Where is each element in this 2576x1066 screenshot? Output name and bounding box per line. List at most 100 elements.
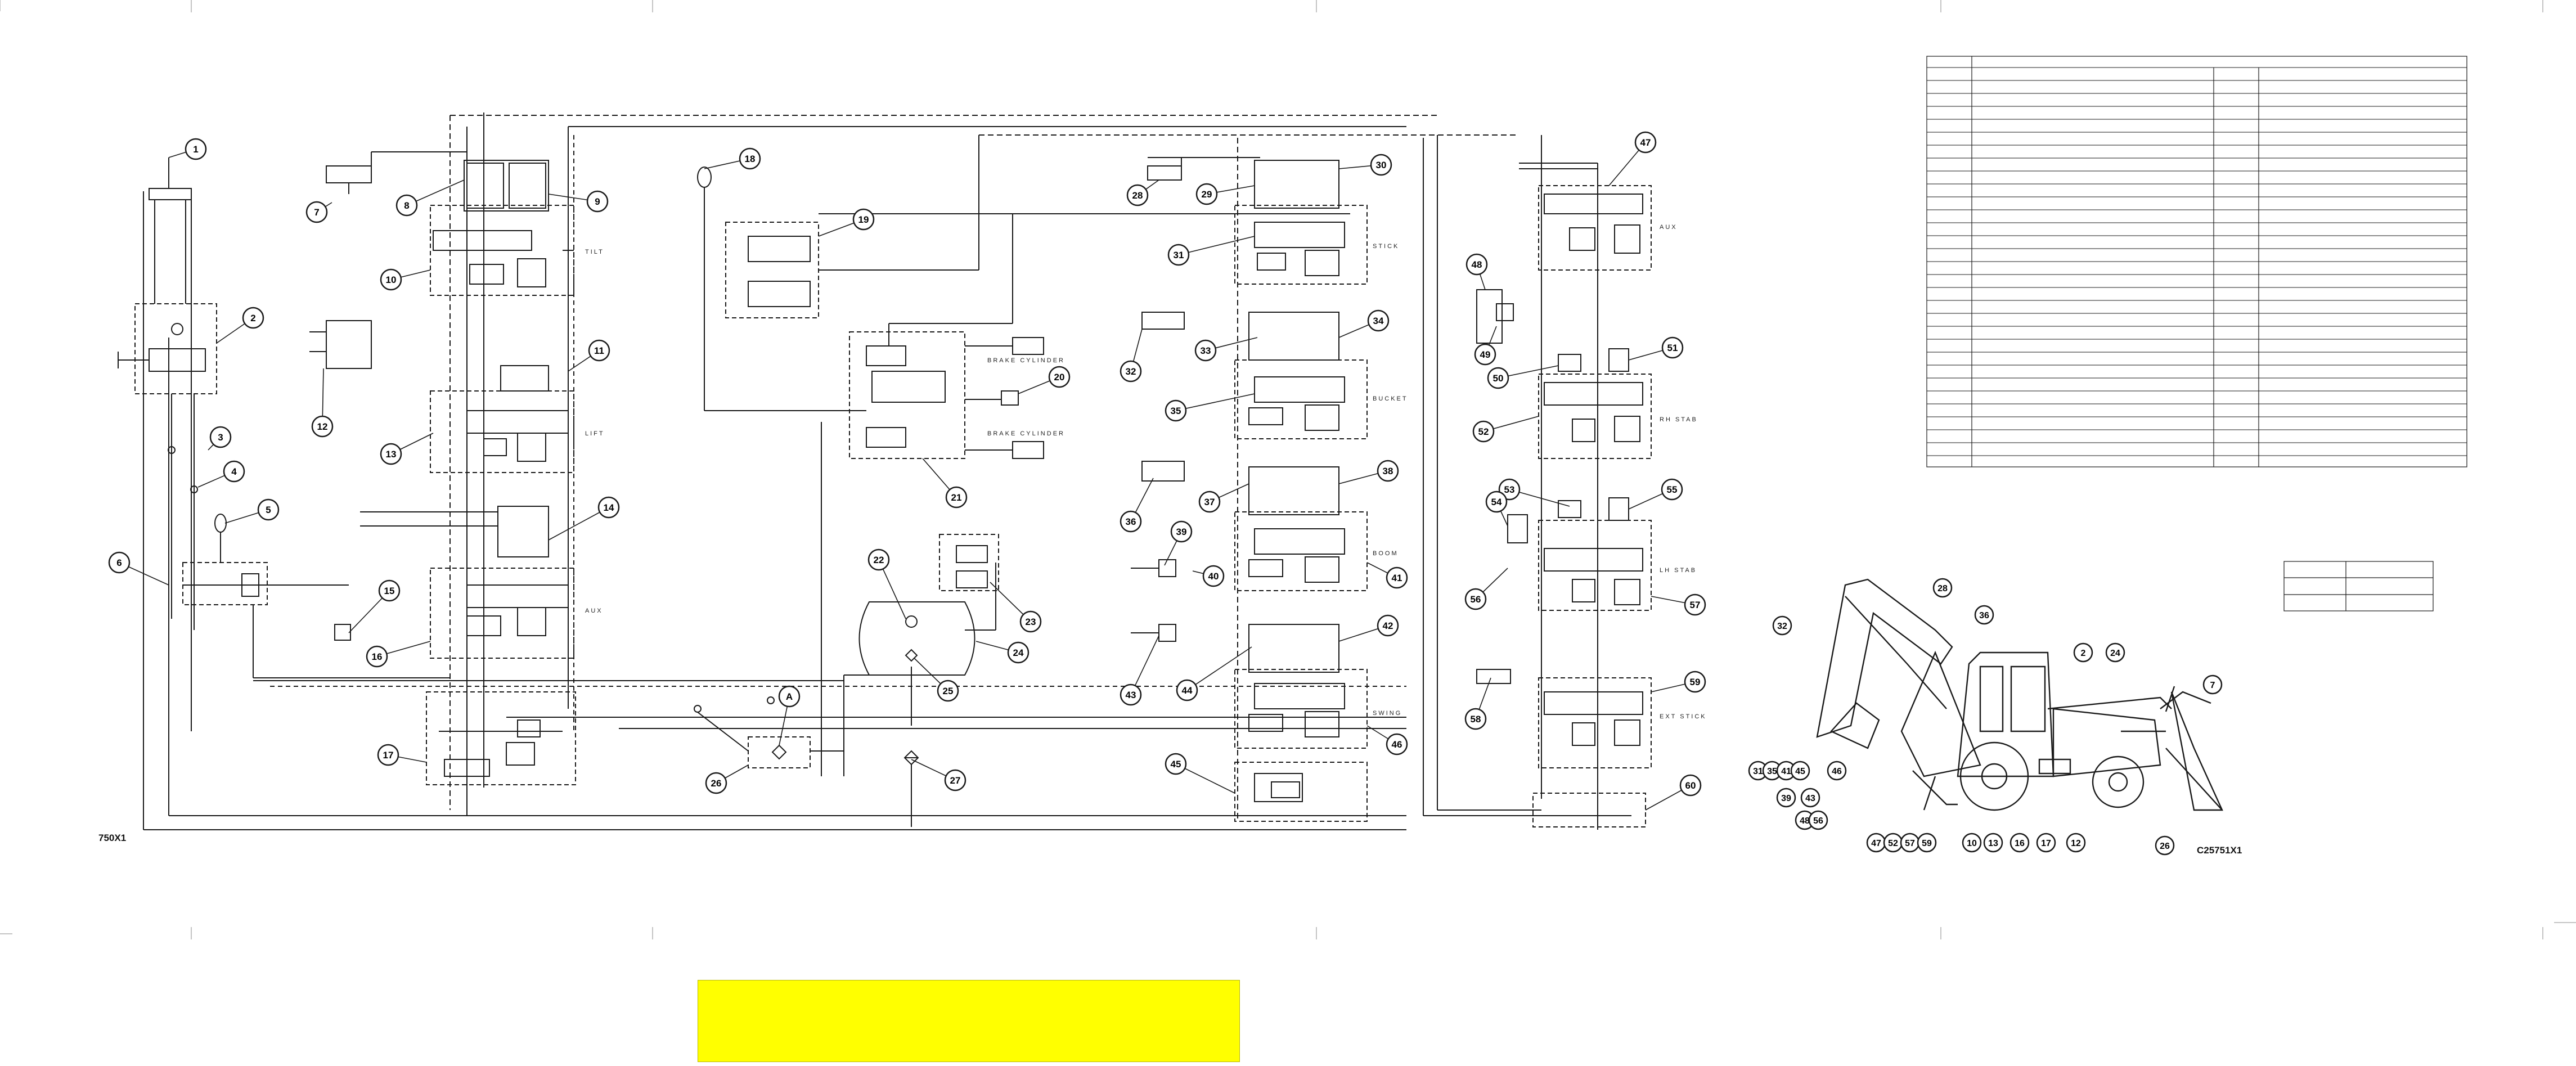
valve-19 (697, 135, 1029, 411)
callout-number: 46 (1392, 739, 1402, 750)
machine-callout-47: 47 (1866, 833, 1886, 853)
callout-number: 32 (1126, 366, 1136, 377)
callout-13: 13 (380, 443, 402, 465)
machine-callout-number: 57 (1905, 839, 1915, 848)
callout-17: 17 (377, 744, 399, 766)
callout-number: 2 (250, 313, 255, 323)
callout-55: 55 (1661, 478, 1683, 501)
callout-number: 14 (604, 502, 614, 513)
callout-number: 23 (1026, 617, 1036, 627)
valve-2 (134, 303, 217, 394)
block-6 (182, 562, 268, 605)
label-stick: STICK (1373, 243, 1400, 250)
callout-58: 58 (1464, 708, 1487, 730)
callout-16: 16 (366, 645, 388, 668)
callout-leader-line (1175, 763, 1235, 794)
callout-25: 25 (937, 680, 959, 702)
machine-callout-number: 17 (2041, 839, 2051, 848)
callout-4: 4 (223, 460, 245, 483)
label-swing: SWING (1373, 710, 1402, 717)
callout-number: 33 (1201, 345, 1211, 356)
machine-callout-number: 16 (2015, 839, 2025, 848)
machine-callout-17: 17 (2036, 833, 2056, 853)
callout-number: 31 (1174, 250, 1184, 260)
machine-callout-16: 16 (2009, 833, 2030, 853)
callout-54: 54 (1485, 491, 1508, 513)
callout-number: A (786, 691, 793, 702)
callout-number: 7 (314, 207, 319, 218)
callout-8: 8 (395, 194, 418, 217)
machine-callout-46: 46 (1827, 761, 1847, 781)
callout-59: 59 (1684, 671, 1706, 693)
machine-callout-45: 45 (1790, 761, 1810, 781)
callout-42: 42 (1377, 614, 1399, 637)
callout-number: 52 (1478, 426, 1489, 437)
machine-callout-number: 39 (1781, 794, 1791, 803)
callout-10: 10 (380, 268, 402, 291)
callout-number: 37 (1204, 497, 1215, 507)
trim-marks (0, 0, 2576, 939)
callout-number: 53 (1504, 484, 1515, 495)
machine-callout-number: 59 (1922, 839, 1932, 848)
label-brake-cylinder-top: BRAKE CYLINDER (987, 357, 1065, 364)
callout-number: 34 (1373, 316, 1384, 326)
callout-3: 3 (209, 426, 232, 448)
machine-callout-number: 26 (2160, 842, 2170, 851)
callout-29: 29 (1195, 183, 1218, 205)
callout-number: 39 (1176, 527, 1187, 537)
callout-37: 37 (1198, 491, 1221, 513)
callout-18: 18 (739, 147, 761, 170)
callout-12: 12 (311, 415, 334, 438)
label-rh-stab: RH STAB (1660, 416, 1698, 423)
callout-number: 51 (1667, 343, 1678, 353)
callout-number: 17 (383, 750, 394, 761)
machine-callout-39: 39 (1776, 788, 1796, 808)
figure-code-right: C25751X1 (2197, 845, 2242, 856)
machine-callout-number: 41 (1781, 767, 1791, 776)
machine-callout-number: 47 (1871, 839, 1881, 848)
callout-number: 48 (1472, 259, 1482, 270)
machine-callout-number: 2 (2081, 649, 2086, 658)
reservoir-24 (858, 534, 999, 726)
machine-callout-number: 31 (1753, 767, 1763, 776)
valves-3-4-5 (168, 394, 227, 630)
block-6-body (183, 573, 450, 678)
callout-number: 16 (372, 651, 383, 662)
label-aux-left: AUX (585, 608, 603, 614)
machine-callout-number: 32 (1777, 622, 1787, 631)
left-headers (143, 113, 574, 830)
machine-callout-43: 43 (1800, 788, 1820, 808)
machine-callout-number: 28 (1937, 584, 1948, 593)
machine-callout-number: 13 (1988, 839, 1998, 848)
callout-27: 27 (944, 769, 966, 791)
label-lh-stab: LH STAB (1660, 567, 1697, 574)
label-bucket: BUCKET (1373, 395, 1408, 402)
callout-30: 30 (1370, 154, 1392, 176)
callout-number: 5 (266, 505, 271, 515)
callout-7: 7 (305, 201, 328, 223)
callout-number: 6 (116, 557, 122, 568)
callout-number: 43 (1126, 690, 1136, 700)
callout-number: 59 (1690, 677, 1701, 687)
backhoe-sections (1131, 157, 1368, 822)
label-lift: LIFT (585, 430, 605, 437)
machine-callout-number: 12 (2071, 839, 2081, 848)
callout-48: 48 (1465, 253, 1488, 276)
callout-36: 36 (1120, 510, 1142, 533)
callout-41: 41 (1386, 566, 1408, 589)
callout-38: 38 (1377, 460, 1399, 482)
callout-60: 60 (1679, 774, 1702, 797)
callout-47: 47 (1634, 131, 1657, 154)
machine-callout-28: 28 (1932, 578, 1953, 598)
callout-34: 34 (1367, 309, 1390, 332)
callout-number: 42 (1383, 620, 1393, 631)
callout-21: 21 (945, 486, 968, 509)
callout-number: 30 (1376, 160, 1387, 170)
machine-callout-24: 24 (2105, 642, 2125, 663)
machine-callout-number: 7 (2210, 681, 2215, 690)
callout-number: 29 (1202, 189, 1212, 200)
callout-leader-line (1130, 635, 1159, 695)
callout-44: 44 (1176, 679, 1198, 701)
